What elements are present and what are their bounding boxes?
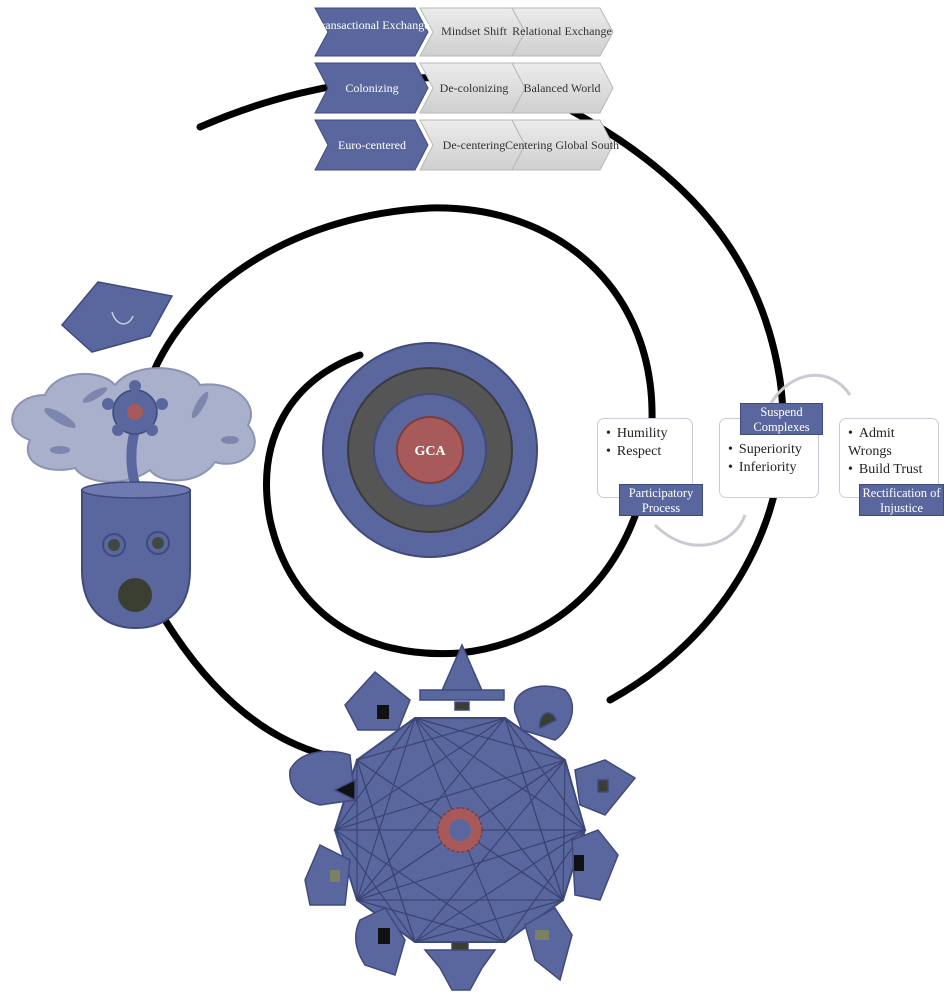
- graduation-cap-icon: [60, 281, 174, 353]
- surprised-head-icon: [81, 481, 191, 630]
- process-box-1-list: Humility Respect: [606, 425, 686, 461]
- chev-r1c1-text: Transactional Exchange: [314, 18, 429, 32]
- chev-r1c2-text: Mindset Shift: [441, 24, 507, 38]
- chevron-row-1: Transactional Exchange Mindset Shift Rel…: [314, 7, 614, 57]
- chevron-colonizing: [314, 62, 429, 114]
- tag-rectification-of-injustice: Rectification of Injustice: [859, 484, 944, 516]
- chev-r3c1-text: Euro-centered: [338, 138, 406, 152]
- spiral-middle-arc: [131, 204, 656, 759]
- chevron-label-r1c1: Transactional Exchange: [314, 18, 429, 32]
- chevron-label-r1c3: Relational Exchange: [512, 24, 612, 38]
- tag-suspend-complexes: Suspend Complexes: [740, 403, 823, 435]
- house-icon: [419, 643, 505, 711]
- bullet-inferiority: Inferiority: [728, 459, 812, 477]
- chevron-balanced-world: [511, 62, 614, 114]
- process-box-2-list: Superiority Inferiority: [728, 441, 812, 477]
- process-box-3-list: Admit Wrongs Build Trust: [848, 425, 932, 479]
- chev-r2c2-text: De-colonizing: [440, 81, 509, 95]
- house-icon: [304, 843, 351, 906]
- chevron-row-3: Euro-centered De-centering Centering Glo…: [314, 119, 619, 171]
- house-icon: [574, 759, 637, 816]
- house-icon: [289, 750, 356, 806]
- house-icon: [355, 907, 406, 976]
- tag-participatory-process: Participatory Process: [619, 484, 703, 516]
- chevron-row-2: Colonizing De-colonizing Balanced World: [314, 62, 614, 114]
- process-arrows: [653, 373, 852, 547]
- chevron-relational-exchange: [511, 7, 614, 57]
- center-label: GCA: [414, 444, 446, 459]
- chev-r1c3-text: Relational Exchange: [512, 24, 612, 38]
- chev-r2c3-text: Balanced World: [523, 81, 600, 95]
- house-icon: [513, 685, 574, 741]
- bullet-superiority: Superiority: [728, 441, 812, 459]
- chevron-grid: Transactional Exchange Mindset Shift Rel…: [314, 7, 619, 171]
- chevron-centering-global-south: [511, 119, 614, 171]
- house-icon: [524, 906, 573, 982]
- houses-ring: [289, 643, 637, 991]
- chev-r3c2-text: De-centering: [443, 138, 506, 152]
- bullet-admit-wrongs: Admit Wrongs: [848, 425, 932, 461]
- house-icon: [344, 670, 411, 731]
- house-icon: [423, 941, 497, 991]
- house-icon: [571, 829, 619, 901]
- bullet-humility: Humility: [606, 425, 686, 443]
- chevron-transactional-exchange: [314, 7, 429, 57]
- chev-r3c3-text: Centering Global South: [505, 138, 619, 152]
- chevron-euro-centered: [314, 119, 429, 171]
- chevron-label-r1c2: Mindset Shift: [441, 24, 507, 38]
- center-target: GCA: [322, 342, 538, 558]
- bullet-build-trust: Build Trust: [848, 461, 932, 479]
- bullet-respect: Respect: [606, 443, 686, 461]
- chev-r2c1-text: Colonizing: [345, 81, 398, 95]
- decagon-wheel-icon: [332, 716, 588, 944]
